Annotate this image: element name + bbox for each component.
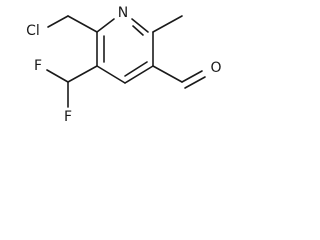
bond-c3-c4 xyxy=(96,65,126,84)
oxygen-label: O xyxy=(210,60,221,76)
bond-ch2-cl xyxy=(47,15,69,28)
methyl-group xyxy=(152,15,183,33)
molecule-diagram: N Cl F F O xyxy=(26,5,221,125)
bond-n-c2 xyxy=(96,18,115,33)
aldehyde-group xyxy=(152,65,206,89)
bond-c2-ch2 xyxy=(67,15,98,33)
bond-c4-c5 xyxy=(124,65,154,84)
bond-chf2-f-top xyxy=(46,69,69,83)
structure-canvas: N Cl F F O xyxy=(0,0,230,138)
bond-n-c6-inner xyxy=(132,25,144,36)
bond-cho-o-second xyxy=(184,76,206,89)
chloromethyl-group xyxy=(47,15,98,33)
fluorine-label-top: F xyxy=(34,58,42,74)
bond-n-c6 xyxy=(131,18,149,33)
chlorine-label: Cl xyxy=(26,23,40,39)
bond-c5-cho xyxy=(152,65,183,83)
bond-c6-ch3 xyxy=(152,15,183,33)
bond-c4-c5-inner xyxy=(124,61,148,77)
bond-cho-o xyxy=(181,70,203,83)
pyridine-ring xyxy=(96,18,154,84)
bond-c3-chf2 xyxy=(67,65,98,83)
nitrogen-label: N xyxy=(118,5,128,21)
difluoromethyl-group xyxy=(46,65,98,108)
fluorine-label-bottom: F xyxy=(64,109,72,125)
